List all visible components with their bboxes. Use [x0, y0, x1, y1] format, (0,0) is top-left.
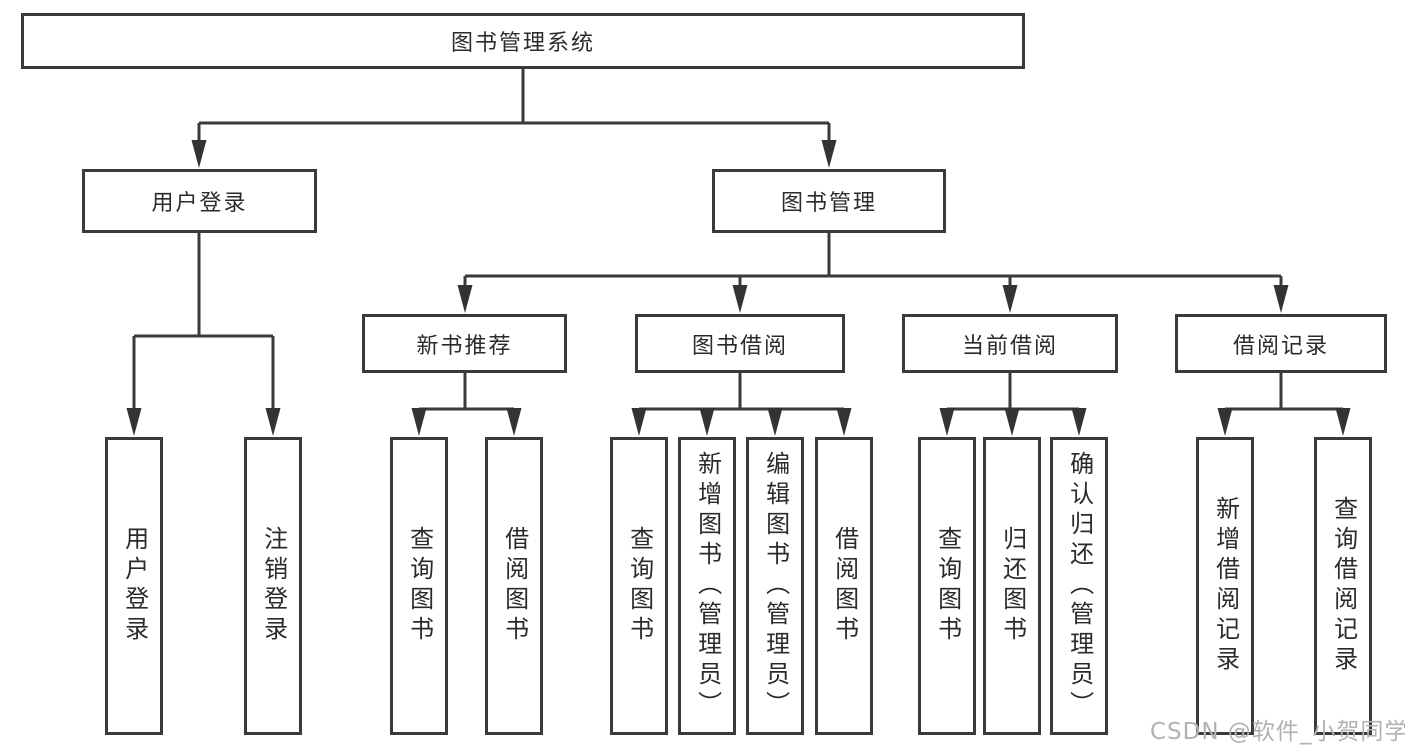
node-user-login: 用户登录: [82, 169, 317, 233]
node-label: 新增图书（管理员）: [693, 451, 722, 721]
node-user-login-leaf: 用户登录: [105, 437, 163, 735]
node-return-books: 归还图书: [983, 437, 1041, 735]
node-edit-books-admin: 编辑图书（管理员）: [746, 437, 804, 735]
node-label: 新书推荐: [416, 333, 513, 359]
node-label: 图书管理系统: [450, 31, 595, 56]
node-label: 确认归还（管理员）: [1065, 451, 1094, 721]
node-label: 当前借阅: [961, 333, 1058, 359]
node-label: 用户登录: [151, 191, 248, 216]
node-query-books-borrow: 查询图书: [610, 437, 668, 735]
node-borrow-books-recommend: 借阅图书: [485, 437, 543, 735]
node-label: 借阅图书: [500, 526, 529, 646]
node-query-borrow-record: 查询借阅记录: [1314, 437, 1372, 735]
node-borrow-books-leaf: 借阅图书: [815, 437, 873, 735]
node-label: 查询图书: [405, 526, 434, 646]
node-label: 查询图书: [933, 526, 962, 646]
node-add-books-admin: 新增图书（管理员）: [678, 437, 736, 735]
node-label: 查询借阅记录: [1329, 496, 1358, 676]
node-logout: 注销登录: [244, 437, 302, 735]
node-add-borrow-record: 新增借阅记录: [1196, 437, 1254, 735]
node-confirm-return-admin: 确认归还（管理员）: [1050, 437, 1108, 735]
node-label: 注销登录: [259, 526, 288, 646]
node-label: 图书借阅: [691, 333, 788, 359]
node-current-borrowing: 当前借阅: [902, 314, 1118, 373]
node-query-books-current: 查询图书: [918, 437, 976, 735]
node-label: 新增借阅记录: [1211, 496, 1240, 676]
node-library-management-system: 图书管理系统: [21, 13, 1025, 69]
node-label: 用户登录: [120, 526, 149, 646]
node-query-books-recommend: 查询图书: [390, 437, 448, 735]
arrowheads: [126, 140, 1351, 436]
node-label: 借阅图书: [830, 526, 859, 646]
node-label: 图书管理: [780, 191, 877, 216]
node-label: 查询图书: [625, 526, 654, 646]
node-book-management: 图书管理: [712, 169, 946, 233]
csdn-watermark: CSDN @软件_小贺同学: [1150, 719, 1405, 745]
node-label: 编辑图书（管理员）: [761, 451, 790, 721]
node-borrowing-records: 借阅记录: [1175, 314, 1387, 373]
node-label: 归还图书: [998, 526, 1027, 646]
node-new-book-recommendation: 新书推荐: [362, 314, 567, 373]
node-book-borrowing: 图书借阅: [635, 314, 845, 373]
node-label: 借阅记录: [1232, 333, 1329, 359]
